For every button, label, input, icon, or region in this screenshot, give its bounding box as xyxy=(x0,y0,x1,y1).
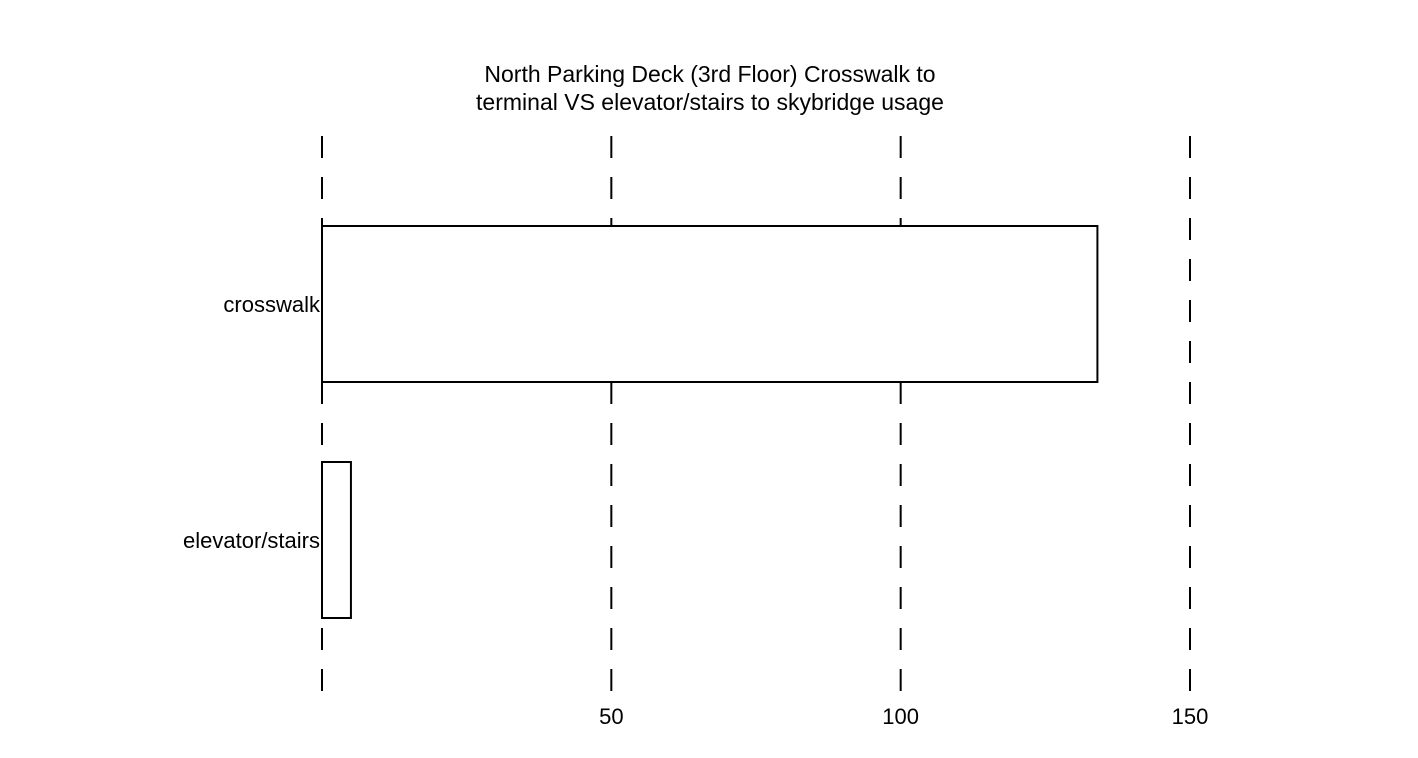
category-label-crosswalk: crosswalk xyxy=(223,292,321,317)
chart-title: North Parking Deck (3rd Floor) Crosswalk… xyxy=(476,61,944,115)
bars xyxy=(321,225,1099,619)
bar-crosswalk xyxy=(321,225,1099,383)
category-labels: crosswalk elevator/stairs xyxy=(183,292,321,553)
x-tick-label-50: 50 xyxy=(599,704,623,729)
x-tick-label-100: 100 xyxy=(882,704,919,729)
bar-elevator-stairs xyxy=(321,461,352,619)
category-label-elevator-stairs: elevator/stairs xyxy=(183,528,320,553)
x-tick-labels: 50 100 150 xyxy=(599,704,1208,729)
x-tick-label-150: 150 xyxy=(1172,704,1209,729)
chart-title-line-2: terminal VS elevator/stairs to skybridge… xyxy=(476,89,944,115)
grid-lines xyxy=(321,136,1191,702)
chart-title-line-1: North Parking Deck (3rd Floor) Crosswalk… xyxy=(484,61,935,87)
